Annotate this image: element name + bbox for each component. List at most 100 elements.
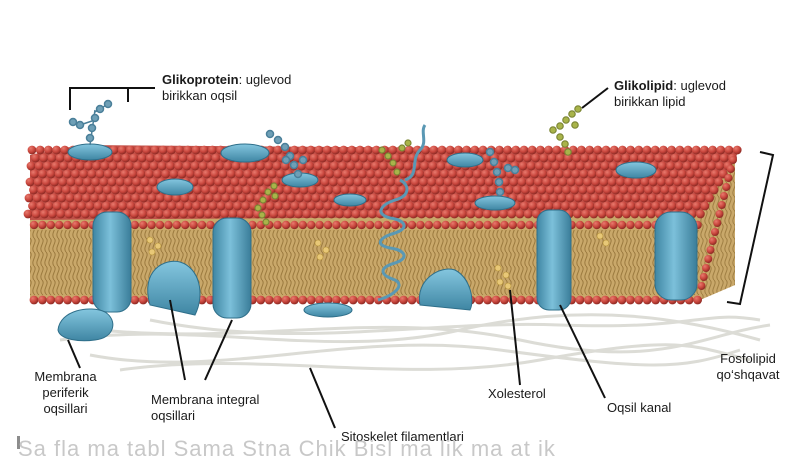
phospholipid-head [54,295,64,305]
phospholipid-head [700,201,710,211]
phospholipid-head [60,145,70,155]
phospholipid-head [708,145,717,155]
phospholipid-head [545,185,555,195]
phospholipid-head [42,177,51,187]
phospholipid-head [167,145,176,155]
phospholipid-head [353,177,363,187]
phospholipid-head [185,169,195,179]
phospholipid-head [634,145,644,155]
phospholipid-head [303,193,313,203]
phospholipid-head [61,185,71,195]
phospholipid-head [330,161,339,171]
phospholipid-head [631,193,641,203]
phospholipid-head [205,193,214,203]
phospholipid-head [577,201,587,211]
phospholipid-head [462,201,472,211]
phospholipid-head [593,145,603,155]
phospholipid-head [619,185,629,195]
phospholipid-head [536,145,545,155]
phospholipid-head [551,161,561,171]
phospholipid-head [204,209,213,219]
phospholipid-head [399,295,408,305]
phospholipid-head [358,169,367,179]
phospholipid-head [441,209,451,219]
phospholipid-head [45,185,55,195]
phospholipid-head [340,185,350,195]
phospholipid-head [172,220,181,230]
phospholipid-head [643,201,652,211]
phospholipid-head [225,185,235,195]
phospholipid-head [702,169,712,179]
phospholipid-head [571,169,581,179]
phospholipid-head [41,193,50,203]
phospholipid-head [662,153,672,163]
phospholipid-head [395,161,405,171]
phospholipid-head [511,145,521,155]
phospholipid-head [553,185,563,195]
phospholipid-head [468,177,478,187]
phospholipid-head [656,193,665,203]
phospholipid-head [584,161,593,171]
phospholipid-head [192,201,201,211]
phospholipid-head [154,209,164,219]
phospholipid-head [559,161,569,171]
phospholipid-head [667,145,676,155]
phospholipid-head [195,153,204,163]
phospholipid-head [615,193,624,203]
phospholipid-head [424,220,433,230]
phospholipid-head [698,177,707,187]
phospholipid-head [199,145,209,155]
phospholipid-head [355,145,365,155]
phospholipid-head [427,177,437,187]
phospholipid-head [629,153,639,163]
phospholipid-head [318,209,328,219]
phospholipid-head [567,161,577,171]
phospholipid-head [332,185,342,195]
phospholipid-head [326,153,336,163]
phospholipid-head [520,201,529,211]
phospholipid-head [291,185,301,195]
phospholipid-head [81,209,90,219]
phospholipid-head [315,220,324,230]
phospholipid-head [298,145,307,155]
phospholipid-head [78,185,88,195]
phospholipid-head [123,177,133,187]
phospholipid-head [341,169,351,179]
phospholipid-head [272,161,282,171]
phospholipid-head [150,145,160,155]
phospholipid-head [659,145,668,155]
phospholipid-head [306,145,316,155]
phospholipid-head [51,161,60,171]
phospholipid-head [217,185,227,195]
phospholipid-head [183,145,193,155]
phospholipid-head [429,145,439,155]
phospholipid-head [575,295,585,305]
phospholipid-head [155,193,165,203]
phospholipid-head [409,209,418,219]
cell-membrane-diagram [23,87,775,429]
phospholipid-head [222,177,232,187]
phospholipid-head [72,209,82,219]
phospholipid-head [587,169,597,179]
phospholipid-head [163,209,172,219]
cholesterol-molecules [146,232,610,290]
phospholipid-head [245,209,254,219]
phospholipid-head [608,161,618,171]
phospholipid-head [555,153,565,163]
phospholipid-head [458,220,467,230]
phospholipid-head [264,161,274,171]
phospholipid-head [467,193,477,203]
phospholipid-head [268,153,278,163]
phospholipid-head [180,193,190,203]
phospholipid-head [724,145,734,155]
peripheral-protein [57,308,114,342]
phospholipid-head [155,220,165,230]
glycolipid-label: Glikolipid: uglevod birikkan lipid [614,78,726,109]
phospholipid-head [665,177,674,187]
phospholipid-head [433,209,443,219]
phospholipid-head [197,177,207,187]
phospholipid-head [654,153,664,163]
phospholipid-head [621,153,631,163]
phospholipid-head [561,201,570,211]
phospholipid-head [592,220,601,230]
